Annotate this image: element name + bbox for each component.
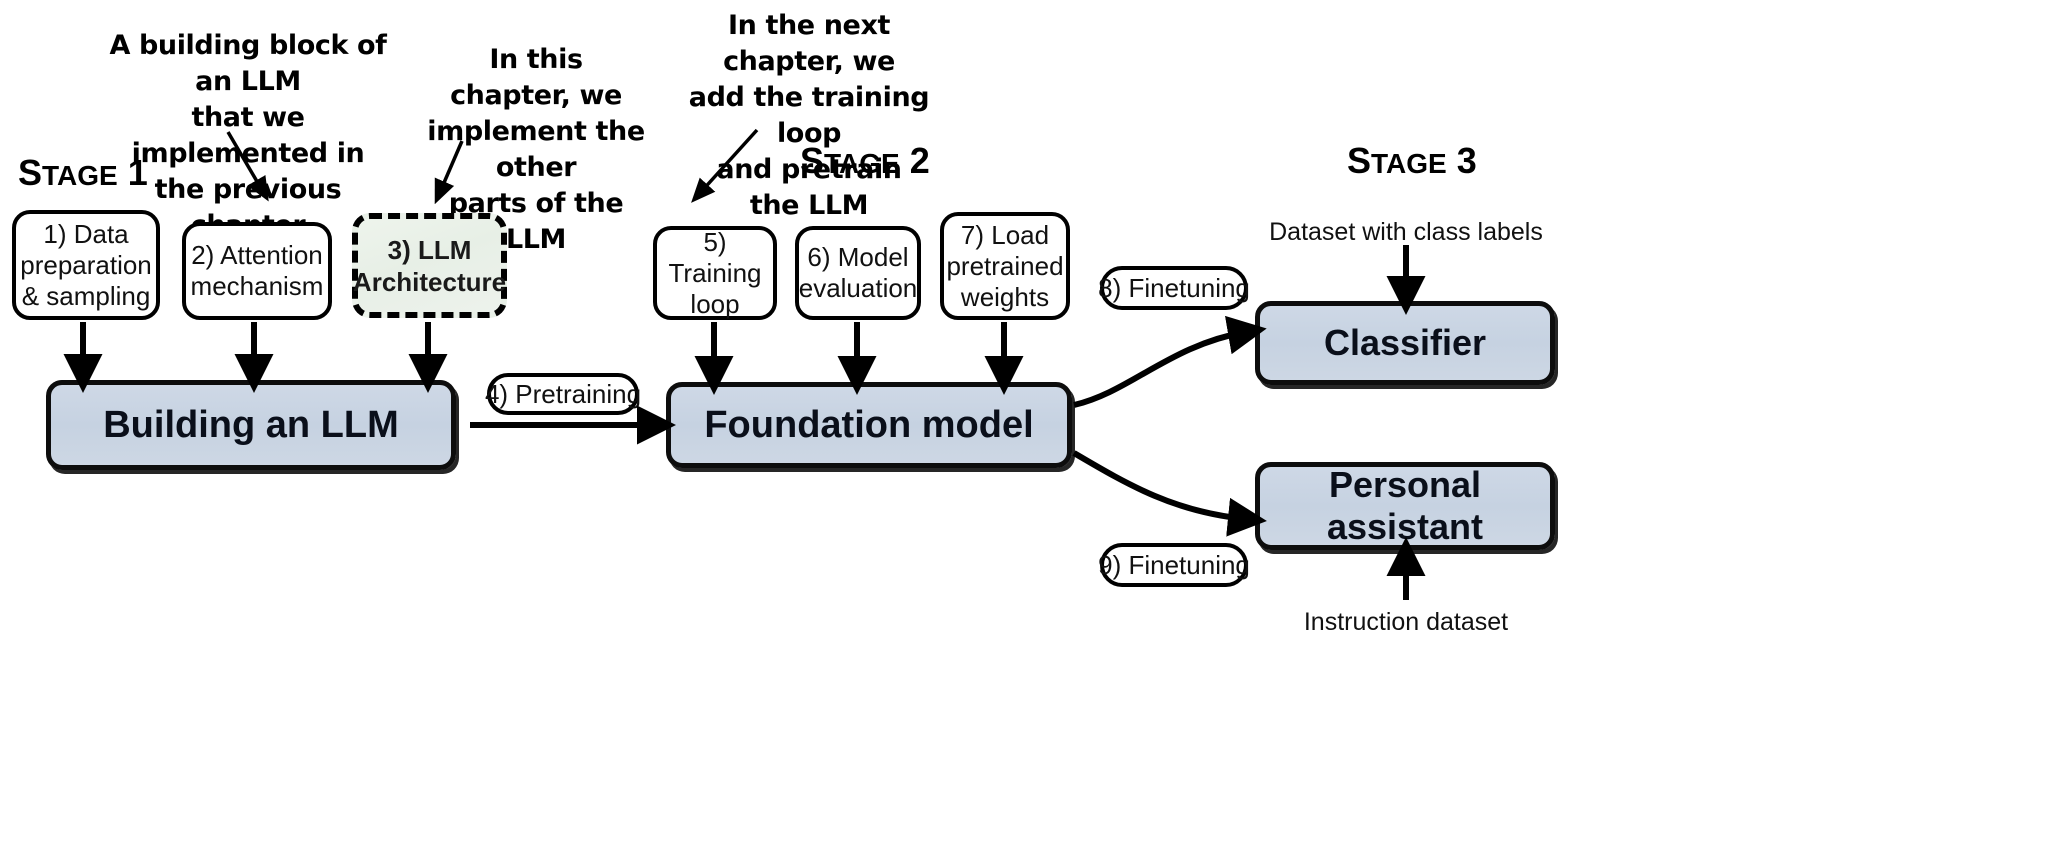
step-3-line: 3) LLM	[387, 234, 472, 265]
annotation-next-chapter: In the next chapter, we add the training…	[688, 8, 930, 224]
step-box-6-model-evaluation[interactable]: 6) Model evaluation	[795, 226, 921, 320]
step-5-line: loop	[690, 288, 740, 319]
step-2-line: 2) Attention	[191, 240, 323, 270]
arrow-foundation-to-personal-assistant	[1072, 450, 1267, 537]
outcome-box-foundation-model[interactable]: Foundation model	[666, 382, 1072, 468]
outcome-label: Classifier	[1323, 322, 1487, 363]
edge-label-text: 4) Pretraining	[484, 379, 642, 409]
stage-1-initial: S	[18, 152, 43, 193]
annotation-line: add the training loop	[688, 82, 930, 149]
caption-dataset-with-class-labels: Dataset with class labels	[1256, 218, 1556, 247]
annotation-this-chapter: In this chapter, we implement the other …	[426, 42, 646, 258]
annotation-line: A building block of an LLM	[109, 30, 387, 97]
caption-text: Dataset with class labels	[1269, 218, 1543, 246]
outcome-label: Building an LLM	[103, 403, 399, 446]
step-box-2-attention-mechanism[interactable]: 2) Attention mechanism	[182, 222, 332, 320]
outcome-box-classifier[interactable]: Classifier	[1255, 301, 1555, 385]
step-2-line: mechanism	[190, 271, 324, 301]
step-7-line: 7) Load	[960, 219, 1050, 250]
stage-2-rest: TAGE	[824, 148, 900, 179]
stage-1-rest: TAGE	[42, 160, 118, 191]
stage-heading-2: STAGE 2	[800, 140, 930, 182]
caption-instruction-dataset: Instruction dataset	[1256, 608, 1556, 637]
step-5-line: 5) Training	[668, 226, 762, 288]
stage-1-number: 1	[127, 152, 148, 193]
edge-label-8-finetuning[interactable]: 8) Finetuning	[1098, 266, 1250, 310]
stage-2-initial: S	[800, 140, 825, 181]
annotation-line: that we implemented in	[131, 102, 365, 169]
stage-3-initial: S	[1347, 140, 1372, 181]
step-7-line: weights	[960, 281, 1050, 312]
arrow-foundation-to-classifier	[1073, 315, 1267, 408]
stage-heading-3: STAGE 3	[1347, 140, 1477, 182]
caption-text: Instruction dataset	[1303, 608, 1509, 636]
stage-2-number: 2	[909, 140, 930, 181]
step-1-line: & sampling	[21, 280, 151, 311]
edge-label-text: 8) Finetuning	[1098, 273, 1250, 303]
outcome-label: Foundation model	[704, 403, 1034, 446]
step-7-line: pretrained	[946, 250, 1064, 281]
step-box-3-llm-architecture[interactable]: 3) LLM Architecture	[352, 213, 507, 318]
step-box-1-data-preparation[interactable]: 1) Data preparation & sampling	[12, 210, 160, 320]
step-box-7-load-pretrained-weights[interactable]: 7) Load pretrained weights	[940, 212, 1070, 320]
outcome-box-personal-assistant[interactable]: Personal assistant	[1255, 462, 1555, 550]
stage-3-rest: TAGE	[1371, 148, 1447, 179]
edge-label-4-pretraining[interactable]: 4) Pretraining	[484, 373, 642, 415]
step-box-5-training-loop[interactable]: 5) Training loop	[653, 226, 777, 320]
step-1-line: 1) Data	[43, 218, 129, 249]
stage-heading-1: STAGE 1	[18, 152, 148, 194]
step-6-line: 6) Model	[807, 242, 909, 272]
stage-3-number: 3	[1456, 140, 1477, 181]
annotation-line: In the next chapter, we	[723, 10, 895, 77]
step-3-line: Architecture	[352, 266, 507, 297]
annotation-line: implement the other	[427, 116, 645, 183]
outcome-label: Personal assistant	[1326, 464, 1484, 547]
step-6-line: evaluation	[798, 273, 918, 303]
annotation-line: In this chapter, we	[450, 44, 622, 111]
outcome-box-building-an-llm[interactable]: Building an LLM	[46, 380, 456, 470]
step-1-line: preparation	[20, 249, 152, 280]
edge-label-9-finetuning[interactable]: 9) Finetuning	[1098, 543, 1250, 587]
edge-label-text: 9) Finetuning	[1098, 550, 1250, 580]
